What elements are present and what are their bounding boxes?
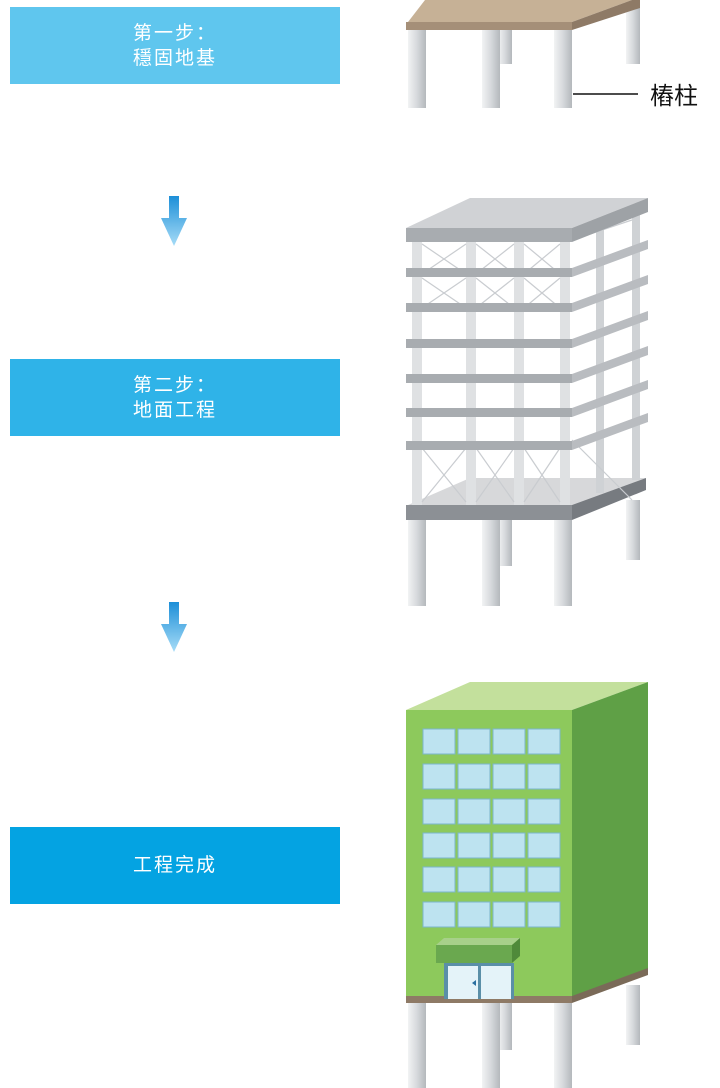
- step-title: 第一步：: [132, 21, 217, 44]
- step-title: 工程完成: [132, 854, 217, 876]
- step-box-foundation: 第一步： 穩固地基: [10, 7, 340, 84]
- step-box-ground-works: 第二步： 地面工程: [10, 359, 340, 436]
- step-title: 第二步：: [132, 373, 217, 396]
- down-arrow-icon: [161, 602, 187, 652]
- step-box-completed: 工程完成: [10, 827, 340, 904]
- step-subtitle: 穩固地基: [132, 46, 217, 69]
- step-subtitle: 地面工程: [132, 398, 217, 421]
- down-arrow-icon: [161, 196, 187, 246]
- pile-label: 樁柱: [650, 82, 698, 110]
